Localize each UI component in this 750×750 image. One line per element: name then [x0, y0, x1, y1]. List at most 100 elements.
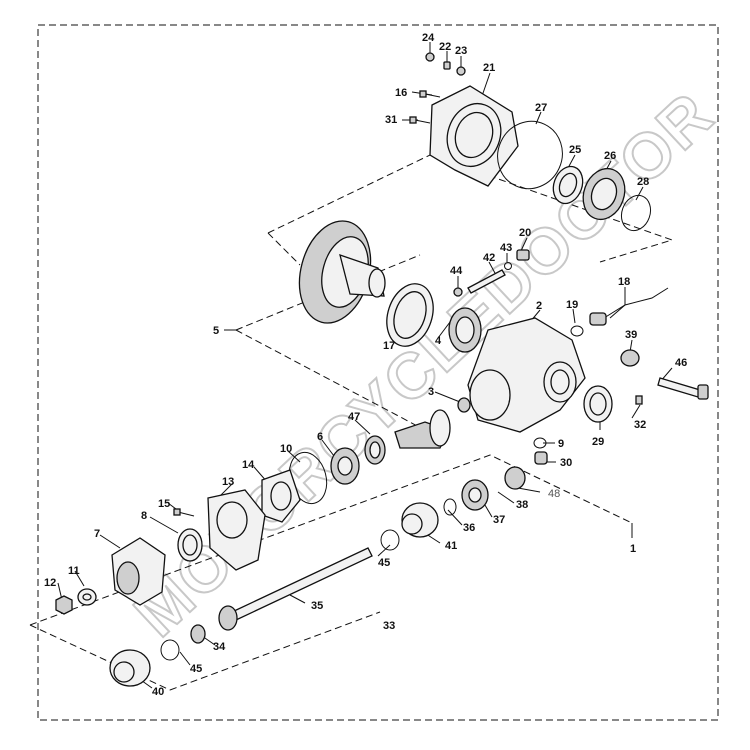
part-12-nut — [55, 595, 73, 615]
label-27: 27 — [535, 102, 547, 114]
label-39: 39 — [625, 329, 637, 341]
label-26: 26 — [604, 150, 616, 162]
label-22: 22 — [439, 41, 451, 53]
label-8: 8 — [141, 510, 147, 522]
part-26-bearing — [582, 167, 626, 221]
label-35: 35 — [311, 600, 323, 612]
label-46: 46 — [675, 357, 687, 369]
label-29: 29 — [592, 436, 604, 448]
part-40-boot — [109, 649, 151, 687]
label-25: 25 — [569, 144, 581, 156]
part-3-washer — [457, 397, 471, 413]
label-38: 38 — [516, 499, 528, 511]
label-41: 41 — [445, 540, 457, 552]
pinion-gear — [394, 409, 451, 449]
part-45-clamp-lower — [160, 639, 180, 661]
part-30-plug — [534, 451, 548, 465]
part-29-seal — [583, 385, 613, 423]
label-2: 2 — [536, 300, 542, 312]
part-4-needle-bearing — [448, 307, 482, 353]
label-33: 33 — [383, 620, 395, 632]
label-10: 10 — [280, 443, 292, 455]
label-24: 24 — [422, 32, 435, 44]
label-14: 14 — [242, 459, 255, 471]
label-12: 12 — [44, 577, 56, 589]
label-48: 48 — [548, 488, 560, 500]
part-36-ring — [443, 498, 457, 516]
part-35-drive-shaft — [218, 547, 373, 631]
part-32-bolt — [635, 395, 643, 405]
part-44-plug — [453, 287, 463, 297]
label-23: 23 — [455, 45, 467, 57]
part-7-flange — [111, 537, 166, 606]
part-2-housing — [467, 317, 586, 433]
label-18: 18 — [618, 276, 630, 288]
label-19: 19 — [566, 299, 578, 311]
label-6: 6 — [317, 431, 323, 443]
ring-gear — [298, 220, 386, 324]
label-32: 32 — [634, 419, 646, 431]
part-47-bearing-race — [364, 435, 386, 465]
part-34-spring — [190, 624, 206, 644]
part-25-seal — [552, 165, 584, 205]
part-19-o-ring — [570, 325, 584, 337]
group-bracket-5-upper — [267, 154, 674, 263]
assembly-frame-outline — [37, 24, 719, 721]
part-16-bolt — [419, 90, 441, 98]
part-labels: 24 22 23 21 16 27 31 25 26 28 20 43 42 4… — [44, 32, 687, 698]
part-9-washer — [533, 437, 547, 449]
part-39-cap — [620, 349, 640, 367]
part-6-bearing — [330, 447, 360, 485]
label-43: 43 — [500, 242, 512, 254]
label-7: 7 — [94, 528, 100, 540]
label-37: 37 — [493, 514, 505, 526]
label-45-upper: 45 — [378, 557, 390, 569]
label-36: 36 — [463, 522, 475, 534]
label-17: 17 — [383, 340, 395, 352]
part-8-seal — [177, 528, 203, 562]
part-15-bolt — [173, 508, 195, 517]
label-28: 28 — [637, 176, 649, 188]
label-3: 3 — [428, 386, 434, 398]
label-30: 30 — [560, 457, 572, 469]
part-45-clamp-upper — [380, 529, 400, 551]
label-44: 44 — [450, 265, 463, 277]
part-46-bolt — [657, 377, 709, 400]
label-31: 31 — [385, 114, 397, 126]
part-43-washer — [504, 262, 512, 270]
part-13-housing — [207, 489, 266, 571]
label-16: 16 — [395, 87, 407, 99]
label-20: 20 — [519, 227, 531, 239]
label-21: 21 — [483, 62, 495, 74]
part-38-spring — [504, 466, 526, 490]
part-21-cover — [429, 85, 519, 187]
part-42-pin — [467, 269, 506, 294]
label-4: 4 — [435, 335, 442, 347]
label-15: 15 — [158, 498, 170, 510]
part-22-stud — [443, 61, 451, 70]
label-9: 9 — [558, 438, 564, 450]
part-23-nut — [456, 66, 466, 76]
label-34: 34 — [213, 641, 226, 653]
label-11: 11 — [68, 565, 80, 577]
part-31-bolt — [409, 116, 431, 124]
label-45-lower: 45 — [190, 663, 202, 675]
part-14-gasket — [261, 469, 301, 523]
part-18-sensor-cable — [589, 287, 669, 326]
part-11-washer — [77, 588, 97, 606]
part-24-nut — [425, 52, 435, 62]
label-42: 42 — [483, 252, 495, 264]
part-28-shim — [620, 194, 652, 232]
label-47: 47 — [348, 411, 360, 423]
group-bracket-33 — [29, 454, 633, 691]
part-20-fitting — [516, 249, 530, 261]
label-5: 5 — [213, 325, 219, 337]
part-41-boot — [401, 502, 439, 538]
label-1: 1 — [630, 543, 636, 555]
label-40: 40 — [152, 686, 164, 698]
part-17-ring — [386, 283, 434, 347]
label-13: 13 — [222, 476, 234, 488]
part-27-o-ring — [497, 120, 563, 190]
